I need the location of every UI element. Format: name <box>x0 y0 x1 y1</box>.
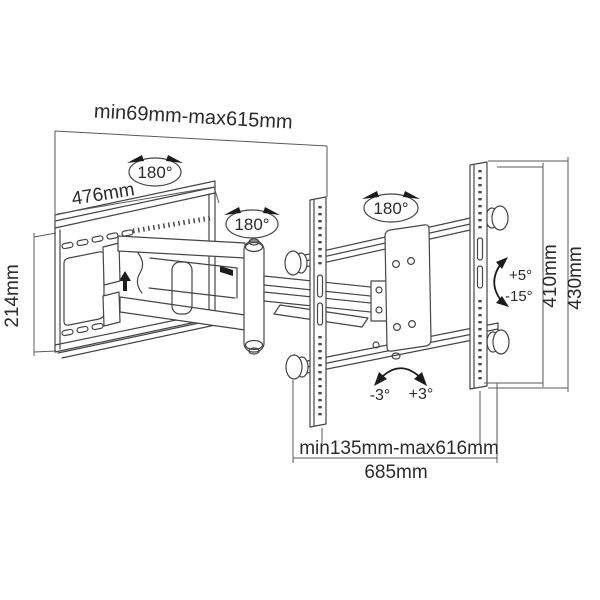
spacer-knob-top-right <box>485 205 509 231</box>
dimension-arm-length <box>56 186 220 215</box>
arm-link <box>263 275 391 328</box>
arm-latch <box>220 266 233 276</box>
swivel-wall-label: 180° <box>137 163 172 182</box>
dimension-wall-plate-height <box>33 232 57 356</box>
swivel-tv-label: 180° <box>373 199 408 218</box>
bolt <box>372 341 380 349</box>
bracket-width-label: 685mm <box>364 462 427 483</box>
dimension-extension-range <box>54 130 328 222</box>
arm-hinge-knuckle-upper <box>102 242 121 286</box>
spacer-knob-bottom-left <box>285 354 309 380</box>
vesa-rail-span-label: 410mm <box>540 244 561 307</box>
swivel-badge-wall: 180° <box>127 155 183 187</box>
mounting-slots-bottom <box>61 322 104 337</box>
swivel-badge-tv: 180° <box>362 191 420 223</box>
level-right-label: +3° <box>409 386 434 403</box>
mounting-slots-top <box>61 229 134 250</box>
wall-plate-height-label: 214mm <box>2 264 23 327</box>
tilt-arrow-icon <box>493 257 509 307</box>
extension-range-label: min69mm-max615mm <box>93 100 293 133</box>
tv-rail-right <box>469 161 488 390</box>
width-range-label: min135mm-max616mm <box>299 438 499 459</box>
swivel-badge-elbow: 180° <box>224 207 280 239</box>
tilt-down-label: -15° <box>505 288 533 305</box>
dimension-vesa-rail-span <box>484 163 544 387</box>
keyhole-arrow-icon <box>119 271 131 291</box>
wall-plate-top-flange-inner <box>54 186 216 222</box>
tilt-up-label: +5° <box>509 267 532 284</box>
dimension-bracket-width <box>292 380 498 463</box>
arm-hinge-knuckle-lower <box>102 291 121 327</box>
level-arrow-icon <box>374 367 427 386</box>
vesa-plate <box>384 224 432 360</box>
spacer-knob-top-left <box>284 250 308 276</box>
swivel-elbow-label: 180° <box>234 215 269 234</box>
tv-rail-left <box>309 196 327 428</box>
elbow-joint <box>243 238 265 355</box>
spacer-knob-bottom-right <box>486 329 510 355</box>
arm-inner-linkage <box>136 252 238 315</box>
articulating-arm <box>102 215 391 355</box>
bolt <box>391 352 401 360</box>
dimension-bracket-height <box>488 157 569 392</box>
bracket-height-label: 430mm <box>565 246 586 309</box>
dimension-width-range <box>321 391 481 444</box>
level-left-label: -3° <box>370 387 391 404</box>
